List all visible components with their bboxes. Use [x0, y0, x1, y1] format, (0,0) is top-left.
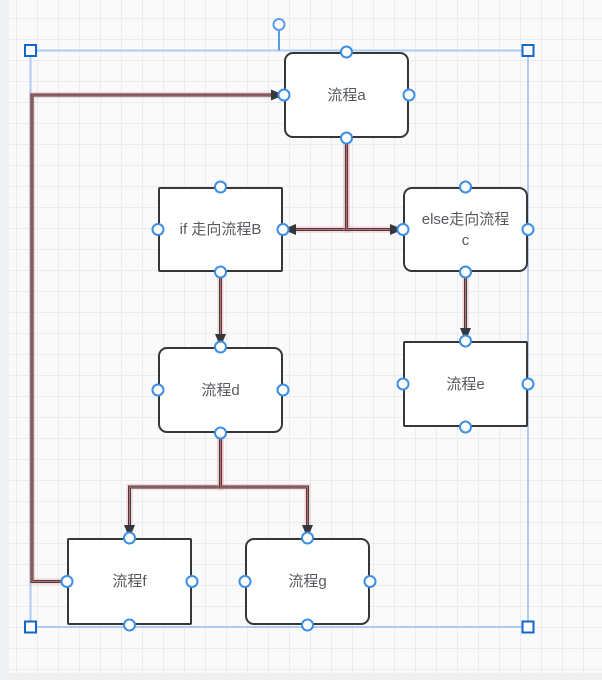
connection-point[interactable]: [459, 420, 472, 434]
connection-point[interactable]: [459, 265, 472, 279]
connection-point[interactable]: [301, 618, 314, 632]
flow-node-label: 流程a: [327, 86, 366, 104]
selection-handle-se[interactable]: [521, 620, 535, 634]
connection-point[interactable]: [402, 88, 416, 102]
edge-f-a[interactable]: [28, 89, 284, 585]
selection-handle-ne[interactable]: [521, 44, 535, 57]
connection-point[interactable]: [340, 131, 353, 145]
edge-d-g[interactable]: [217, 433, 314, 538]
flow-node-f[interactable]: 流程f: [67, 538, 192, 625]
flow-node-label: 流程d: [201, 381, 240, 399]
connection-point[interactable]: [214, 340, 227, 354]
connection-point[interactable]: [123, 618, 136, 632]
flow-node-d[interactable]: 流程d: [158, 347, 283, 433]
connection-point[interactable]: [123, 531, 136, 545]
flow-node-label: if 走向流程B: [179, 221, 262, 238]
flow-node-label: else走向流程c: [421, 210, 510, 249]
connection-point[interactable]: [363, 575, 377, 588]
connection-point[interactable]: [214, 265, 227, 279]
flow-node-label: 流程g: [288, 573, 327, 590]
connection-point[interactable]: [459, 334, 472, 348]
connection-point[interactable]: [340, 45, 353, 59]
connection-point[interactable]: [214, 426, 227, 440]
connection-point[interactable]: [151, 383, 165, 397]
connection-point[interactable]: [396, 223, 410, 236]
page-margin-left: [0, 0, 9, 680]
connection-point[interactable]: [521, 223, 535, 236]
connection-point[interactable]: [396, 377, 410, 391]
flow-node-label: 流程f: [112, 573, 147, 590]
connection-point[interactable]: [301, 531, 314, 545]
connection-point[interactable]: [276, 383, 290, 397]
connection-point[interactable]: [185, 575, 199, 588]
connection-point[interactable]: [60, 575, 74, 588]
connection-point[interactable]: [214, 180, 227, 194]
page-margin-bottom: [0, 673, 602, 680]
flow-node-label: 流程e: [446, 375, 485, 393]
connection-point[interactable]: [238, 575, 252, 588]
connection-point[interactable]: [521, 377, 535, 391]
rotation-handle[interactable]: [272, 18, 286, 31]
connection-point[interactable]: [151, 223, 165, 236]
selection-handle-sw[interactable]: [24, 620, 37, 634]
connection-point[interactable]: [277, 88, 291, 102]
flow-node-b[interactable]: if 走向流程B: [158, 187, 283, 272]
flow-node-c[interactable]: else走向流程c: [403, 187, 528, 272]
connection-point[interactable]: [276, 223, 290, 236]
selection-handle-nw[interactable]: [24, 44, 37, 57]
flow-node-a[interactable]: 流程a: [284, 52, 409, 138]
connection-point[interactable]: [459, 180, 472, 194]
